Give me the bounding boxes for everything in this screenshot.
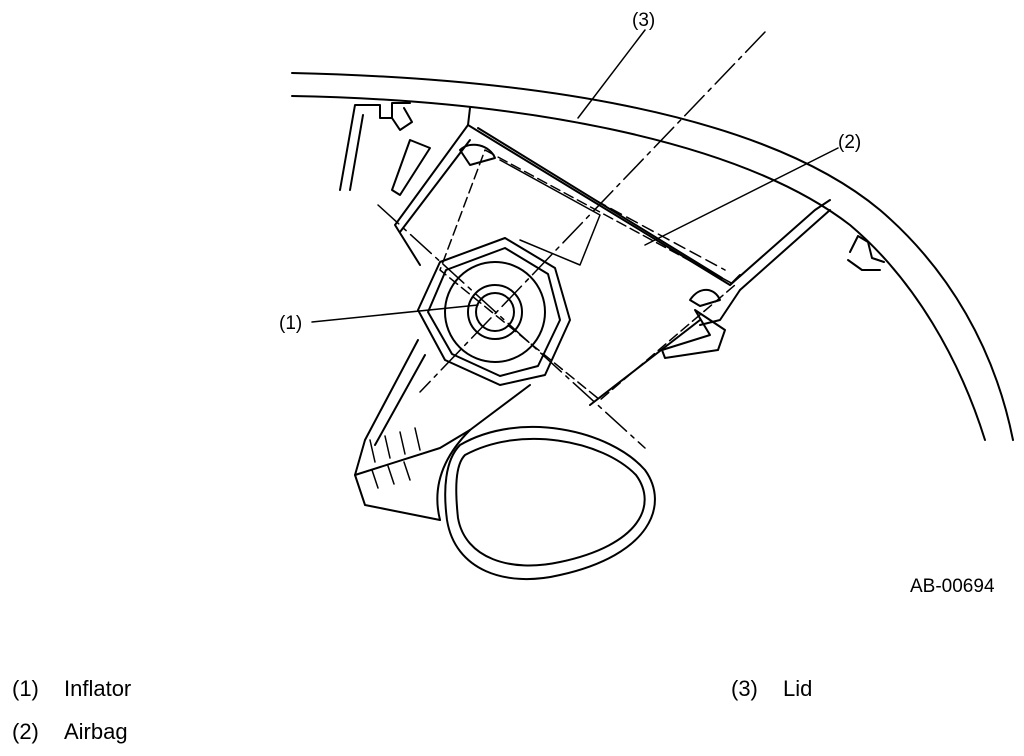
leader-lines [311, 29, 839, 323]
figure-reference-code: AB-00694 [910, 576, 995, 597]
callout-airbag: (2) [838, 132, 862, 153]
legend-label: Inflator [64, 676, 132, 701]
legend-label: Airbag [64, 719, 128, 744]
lid-shell [291, 72, 1014, 441]
legend-number: (1) [12, 676, 39, 701]
legend-item-lid: (3) Lid [731, 678, 812, 700]
airbag-housing [391, 107, 831, 406]
callout-inflator: (1) [279, 313, 303, 334]
legend-item-inflator: (1) Inflator [12, 678, 131, 700]
inflator [417, 237, 571, 386]
center-lines [377, 31, 766, 449]
leader-lid [577, 29, 646, 119]
mounting-bracket [354, 339, 656, 581]
legend-label: Lid [783, 676, 813, 701]
legend-number: (3) [731, 676, 758, 701]
callout-lid: (3) [632, 10, 656, 31]
airbag-module-diagram [291, 29, 1014, 581]
legend-item-airbag: (2) Airbag [12, 721, 128, 743]
leader-airbag [644, 147, 839, 246]
leader-inflator [311, 304, 479, 323]
legend-number: (2) [12, 719, 39, 744]
